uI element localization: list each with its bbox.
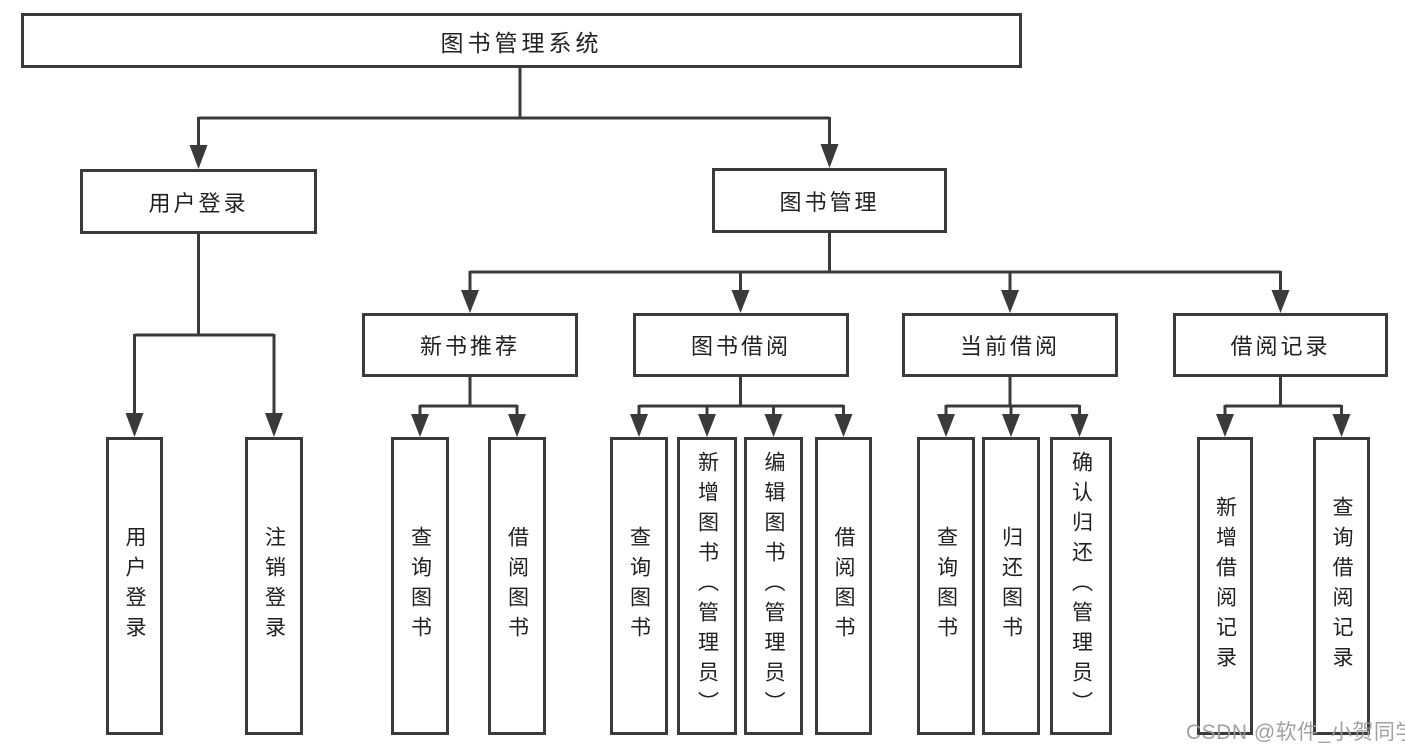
arrowhead: [1070, 414, 1089, 437]
arrowhead: [1001, 290, 1019, 313]
arrowhead: [411, 414, 429, 437]
node-root: 图书管理系统: [21, 13, 1022, 68]
node-confirm-return-admin: 确认归还（管理员）: [1050, 437, 1112, 735]
node-query-books-recommend: 查询图书: [391, 437, 449, 735]
node-borrowing-records-label: 借阅记录: [1230, 334, 1331, 359]
arrowhead: [189, 145, 208, 169]
arrowhead: [731, 290, 750, 313]
node-new-book-recommend: 新书推荐: [362, 313, 578, 377]
node-query-books-borrowing-label: 查询图书: [627, 526, 651, 646]
arrowhead: [1216, 414, 1234, 437]
node-borrowing-records: 借阅记录: [1173, 313, 1388, 377]
node-user-login: 用户登录: [80, 169, 317, 234]
arrowheads: [125, 144, 1351, 437]
connector-root-to-level2: [197, 68, 831, 150]
node-query-books-borrowing: 查询图书: [610, 437, 668, 735]
node-borrow-books-recommend: 借阅图书: [488, 437, 546, 735]
arrowhead: [1332, 414, 1351, 437]
node-edit-books-admin-label: 编辑图书（管理员）: [762, 451, 785, 721]
arrowhead: [698, 414, 716, 437]
node-logout-action: 注销登录: [245, 437, 303, 735]
arrowhead: [508, 414, 526, 437]
connector-bookmgmt-to-level3: [468, 233, 1282, 294]
node-add-borrow-record-label: 新增借阅记录: [1213, 496, 1237, 676]
node-add-books-admin-label: 新增图书（管理员）: [695, 451, 719, 721]
node-borrow-books-action-label: 借阅图书: [832, 526, 855, 646]
connector-currentborrow-to-children: [944, 377, 1081, 419]
node-edit-books-admin: 编辑图书（管理员）: [744, 437, 803, 735]
node-query-books-current: 查询图书: [917, 437, 975, 735]
node-query-borrow-record-label: 查询借阅记录: [1330, 496, 1353, 676]
node-user-login-label: 用户登录: [148, 190, 249, 216]
arrowhead: [834, 414, 853, 437]
node-query-borrow-record: 查询借阅记录: [1313, 437, 1370, 735]
arrowhead: [1002, 414, 1020, 437]
arrowhead: [265, 413, 283, 437]
arrowhead: [630, 414, 648, 437]
node-borrow-books-recommend-label: 借阅图书: [505, 526, 529, 646]
connector-borrowrecord-to-children: [1223, 377, 1343, 419]
node-return-books: 归还图书: [982, 437, 1040, 735]
node-book-borrowing-label: 图书借阅: [690, 334, 791, 359]
node-current-borrowing: 当前借阅: [902, 313, 1118, 377]
arrowhead: [937, 414, 955, 437]
node-query-books-current-label: 查询图书: [934, 526, 958, 646]
connector-newbook-to-children: [418, 377, 519, 419]
node-book-management-label: 图书管理: [779, 189, 880, 215]
arrowhead: [820, 144, 839, 168]
node-current-borrowing-label: 当前借阅: [959, 334, 1060, 359]
node-confirm-return-admin-label: 确认归还（管理员）: [1069, 451, 1093, 721]
node-add-books-admin: 新增图书（管理员）: [677, 437, 737, 735]
arrowhead: [764, 414, 783, 437]
arrowhead: [1271, 290, 1290, 313]
node-query-books-recommend-label: 查询图书: [408, 526, 432, 646]
node-book-borrowing: 图书借阅: [633, 313, 849, 377]
node-return-books-label: 归还图书: [999, 526, 1023, 646]
node-user-login-action: 用户登录: [106, 437, 163, 735]
watermark: CSDN @软件_小贺同学: [1186, 721, 1405, 744]
arrowhead: [125, 413, 144, 437]
node-add-borrow-record: 新增借阅记录: [1197, 437, 1253, 735]
connector-bookborrow-to-children: [637, 377, 845, 419]
node-root-label: 图书管理系统: [440, 29, 603, 56]
arrowhead: [461, 290, 479, 313]
node-user-login-action-label: 用户登录: [123, 526, 146, 646]
node-book-management: 图书管理: [712, 168, 947, 233]
node-new-book-recommend-label: 新书推荐: [419, 334, 520, 359]
node-borrow-books-action: 借阅图书: [815, 437, 872, 735]
node-logout-action-label: 注销登录: [262, 526, 286, 646]
connector-userlogin-to-children: [133, 234, 276, 418]
